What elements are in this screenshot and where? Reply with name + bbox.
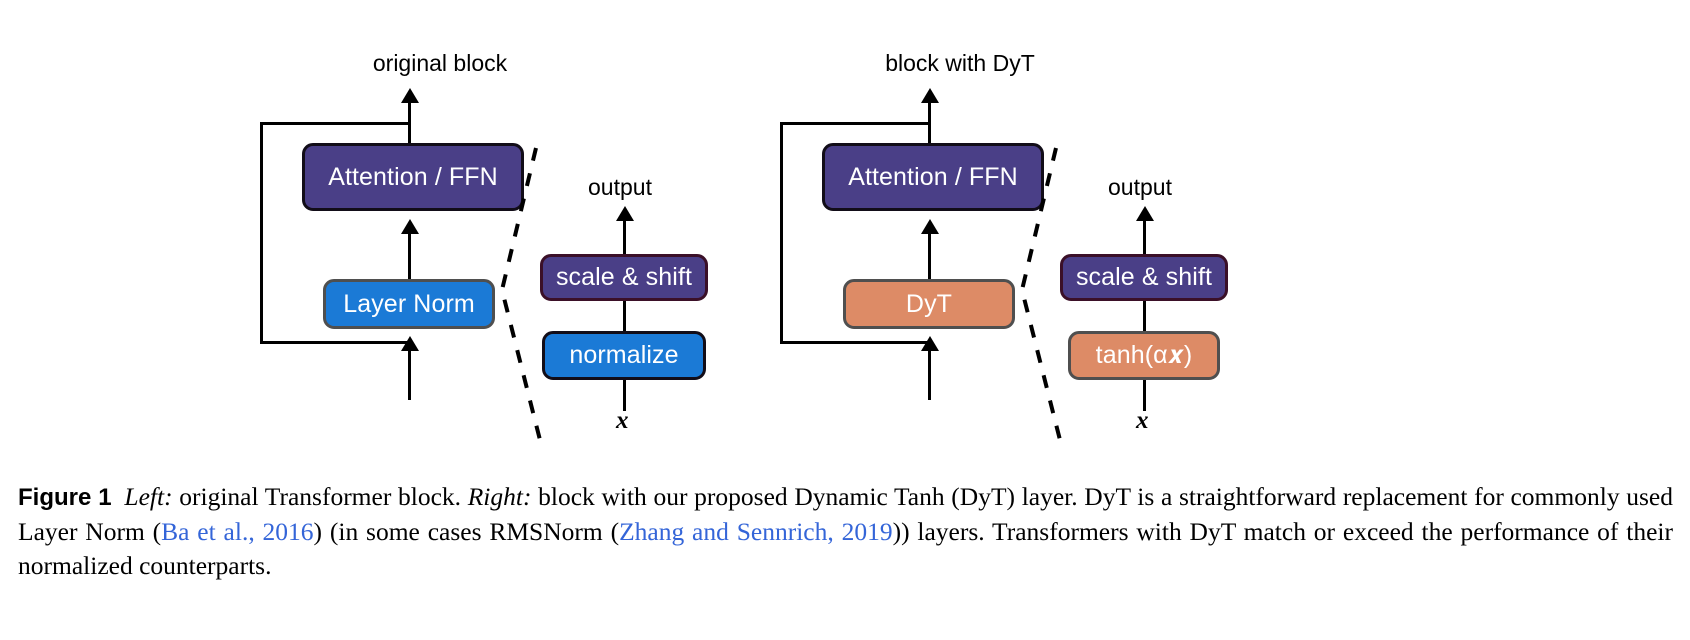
node-normalize[interactable]: normalize	[542, 331, 706, 380]
detail-input-label-x: x	[1136, 407, 1149, 434]
node-attention-ffn[interactable]: Attention / FFN	[302, 143, 524, 211]
caption-segment-5: ) (in some cases RMSNorm (	[313, 517, 620, 546]
dyt-to-attention-line	[928, 232, 931, 280]
citation-link[interactable]: Zhang and Sennrich, 2019	[619, 517, 893, 546]
detail-output-arrowhead	[616, 206, 634, 221]
node-scale-and-shift[interactable]: scale & shift	[540, 254, 708, 301]
zoom-guide-dashed-right	[1019, 147, 1062, 441]
layernorm-to-attention-line	[408, 232, 411, 280]
node-attention-ffn[interactable]: Attention / FFN	[822, 143, 1044, 211]
residual-connection	[260, 122, 410, 344]
figure-caption-body: Left: original Transformer block. Right:…	[18, 482, 1673, 580]
figure-caption: Figure 1 Left: original Transformer bloc…	[18, 480, 1673, 583]
detail-input-line	[1143, 380, 1146, 411]
detail-input-label-x: x	[616, 407, 629, 434]
citation-link[interactable]: Ba et al., 2016	[161, 517, 314, 546]
panel-block-with-dyt: block with DyT Attention / FFN DyT outpu…	[760, 0, 1460, 465]
normalize-to-scaleshift-line	[623, 301, 626, 333]
node-layer-norm[interactable]: Layer Norm	[323, 279, 495, 329]
residual-connection	[780, 122, 930, 344]
detail-output-line	[1143, 218, 1146, 256]
dyt-to-attention-arrowhead	[921, 219, 939, 234]
detail-output-label: output	[1108, 174, 1172, 200]
detail-output-line	[623, 218, 626, 256]
layernorm-to-attention-arrowhead	[401, 219, 419, 234]
panel-original-block: original block Attention / FFN Layer Nor…	[240, 0, 940, 465]
block-output-arrowhead	[401, 88, 419, 103]
node-tanh-alpha-x[interactable]: tanh(α𝒙)	[1068, 331, 1220, 380]
caption-segment-7: )) layers. Transformers with DyT match o…	[18, 517, 1673, 580]
node-dyt[interactable]: DyT	[843, 279, 1015, 329]
block-output-arrowhead	[921, 88, 939, 103]
figure-caption-label: Figure 1	[18, 484, 112, 511]
block-input-line	[928, 348, 931, 400]
detail-output-arrowhead	[1136, 206, 1154, 221]
detail-output-label: output	[588, 174, 652, 200]
caption-segment-0: Left:	[124, 482, 173, 511]
tanh-to-scaleshift-line	[1143, 301, 1146, 333]
diagram-area: original block Attention / FFN Layer Nor…	[240, 0, 1460, 465]
caption-segment-3: block with our proposed Dynamic Tanh (Dy…	[18, 482, 1673, 546]
detail-input-line	[623, 380, 626, 411]
caption-segment-1: original Transformer block.	[172, 482, 468, 511]
block-input-arrowhead	[401, 336, 419, 351]
block-input-line	[408, 348, 411, 400]
panel-title-original-block: original block	[372, 50, 508, 76]
panel-title-block-with-dyt: block with DyT	[885, 50, 1035, 76]
block-input-arrowhead	[921, 336, 939, 351]
node-scale-and-shift[interactable]: scale & shift	[1060, 254, 1228, 301]
caption-segment-2: Right:	[467, 482, 532, 511]
